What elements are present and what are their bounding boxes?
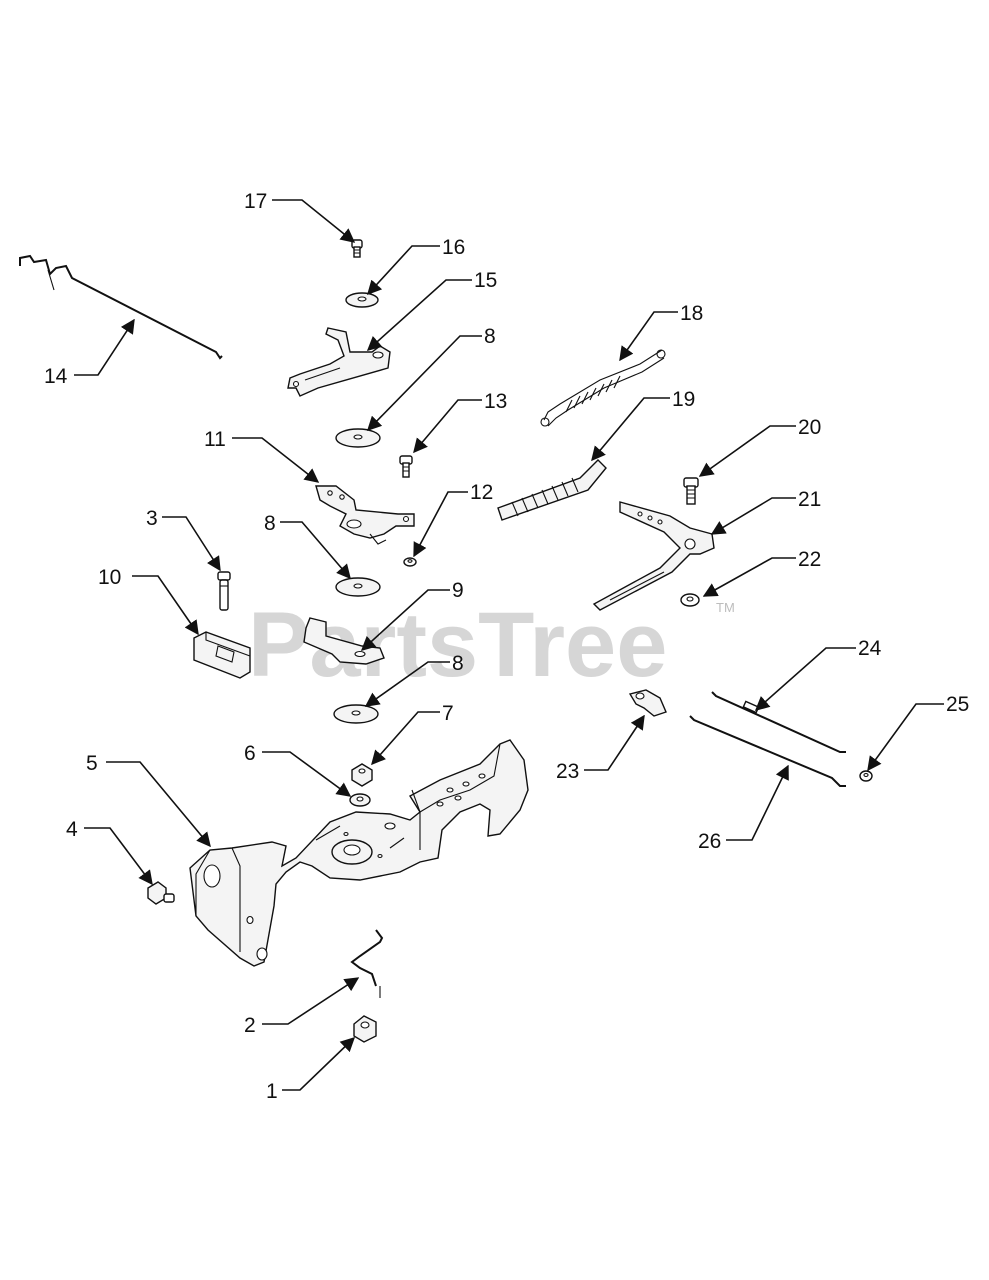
part-6-washer[interactable] bbox=[349, 793, 371, 807]
callout-1-label: 1 bbox=[266, 1080, 278, 1103]
callout-24: 24 bbox=[754, 637, 882, 711]
callout-17: 17 bbox=[244, 190, 356, 243]
part-4-screw[interactable] bbox=[147, 881, 175, 905]
part-21-arm[interactable] bbox=[592, 501, 715, 611]
callout-8-middle-label: 8 bbox=[264, 512, 276, 535]
callout-6-label: 6 bbox=[244, 742, 256, 765]
part-7-nut[interactable] bbox=[351, 763, 373, 787]
part-22-nut[interactable] bbox=[680, 593, 700, 607]
callout-5-label: 5 bbox=[86, 752, 98, 775]
callout-12-label: 12 bbox=[470, 481, 493, 504]
part-18-spring[interactable] bbox=[540, 349, 666, 427]
callout-11-label: 11 bbox=[204, 428, 226, 451]
callout-18: 18 bbox=[619, 302, 703, 362]
part-10-block[interactable] bbox=[193, 631, 251, 679]
callout-14: 14 bbox=[44, 318, 135, 388]
callout-8-top-label: 8 bbox=[484, 325, 496, 348]
callout-19-label: 19 bbox=[672, 388, 695, 411]
callout-23-label: 23 bbox=[556, 760, 579, 783]
callout-7-label: 7 bbox=[442, 702, 454, 725]
callout-23: 23 bbox=[556, 714, 645, 783]
part-15-lever[interactable] bbox=[287, 327, 391, 397]
callout-15: 15 bbox=[366, 269, 497, 351]
callout-5: 5 bbox=[86, 752, 211, 848]
part-16-washer[interactable] bbox=[345, 292, 379, 308]
callout-2-label: 2 bbox=[244, 1014, 256, 1037]
part-13-screw[interactable] bbox=[399, 455, 413, 478]
callout-8-middle: 8 bbox=[264, 512, 351, 580]
callout-16-label: 16 bbox=[442, 236, 465, 259]
part-24-wire[interactable] bbox=[711, 691, 846, 753]
part-12-nut[interactable] bbox=[403, 557, 417, 567]
callout-2: 2 bbox=[244, 977, 360, 1037]
callout-4: 4 bbox=[66, 818, 153, 886]
part-8-washer-middle[interactable] bbox=[335, 577, 381, 597]
callout-25: 25 bbox=[867, 693, 969, 772]
callout-13-label: 13 bbox=[484, 390, 507, 413]
part-3-pin[interactable] bbox=[217, 571, 231, 611]
callout-16: 16 bbox=[367, 236, 465, 296]
part-9-plate[interactable] bbox=[303, 617, 385, 665]
callout-12: 12 bbox=[413, 481, 493, 558]
callout-20: 20 bbox=[698, 416, 821, 477]
callout-8-lower: 8 bbox=[364, 652, 464, 707]
part-1-nut[interactable] bbox=[353, 1015, 377, 1043]
callout-20-label: 20 bbox=[798, 416, 821, 439]
callout-6: 6 bbox=[244, 742, 352, 797]
callout-21: 21 bbox=[710, 488, 821, 535]
callout-26-label: 26 bbox=[698, 830, 721, 853]
callout-11: 11 bbox=[204, 428, 320, 483]
callout-8-top: 8 bbox=[366, 325, 496, 432]
callout-18-label: 18 bbox=[680, 302, 703, 325]
callout-15-label: 15 bbox=[474, 269, 497, 292]
callout-14-label: 14 bbox=[44, 365, 68, 388]
callout-19: 19 bbox=[591, 388, 695, 462]
part-25-nut[interactable] bbox=[859, 770, 873, 782]
callout-17-label: 17 bbox=[244, 190, 267, 213]
part-11-lever[interactable] bbox=[315, 485, 415, 545]
part-20-bolt[interactable] bbox=[683, 477, 699, 505]
callout-9: 9 bbox=[360, 579, 464, 651]
part-23-clip[interactable] bbox=[628, 689, 667, 717]
watermark-trademark: TM bbox=[716, 600, 735, 615]
callout-7: 7 bbox=[371, 702, 454, 766]
part-8-washer-lower[interactable] bbox=[333, 704, 379, 724]
callout-8-lower-label: 8 bbox=[452, 652, 464, 675]
callout-24-label: 24 bbox=[858, 637, 882, 660]
callout-13: 13 bbox=[413, 390, 507, 454]
part-19-spring[interactable] bbox=[497, 459, 607, 521]
callout-10: 10 bbox=[98, 566, 199, 636]
callout-4-label: 4 bbox=[66, 818, 78, 841]
part-5-bracket[interactable] bbox=[189, 739, 529, 967]
callout-22-label: 22 bbox=[798, 548, 821, 571]
part-2-spring[interactable] bbox=[350, 929, 384, 998]
callout-25-label: 25 bbox=[946, 693, 969, 716]
callout-9-label: 9 bbox=[452, 579, 464, 602]
part-26-rod[interactable] bbox=[689, 715, 846, 787]
callout-3: 3 bbox=[146, 507, 221, 572]
callout-1: 1 bbox=[266, 1037, 356, 1103]
part-14-rod[interactable] bbox=[19, 254, 223, 360]
callout-26: 26 bbox=[698, 764, 789, 853]
callout-22: 22 bbox=[702, 548, 821, 597]
callout-21-label: 21 bbox=[798, 488, 821, 511]
part-8-washer-top[interactable] bbox=[335, 428, 381, 448]
callout-10-label: 10 bbox=[98, 566, 121, 589]
callout-3-label: 3 bbox=[146, 507, 158, 530]
